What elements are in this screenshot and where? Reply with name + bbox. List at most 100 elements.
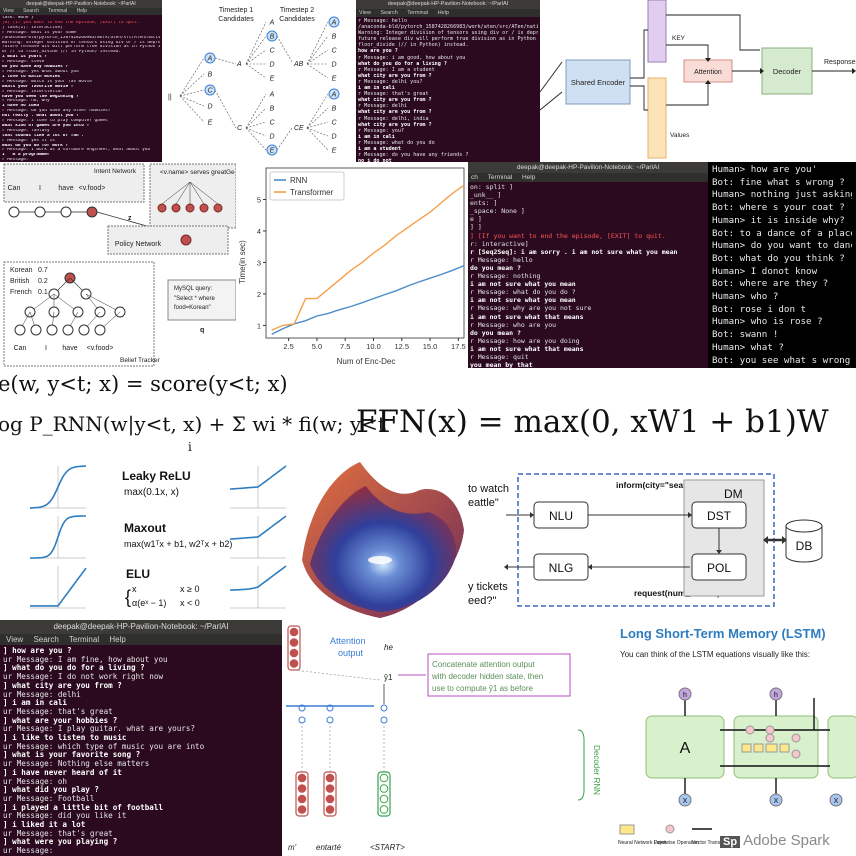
attention-score-node [380,716,388,724]
beam-node-label: A [269,92,275,99]
terminal-line: not really . what about you ? [2,114,79,119]
terminal-line: future release div will perform true div… [358,36,538,43]
terminal-line: task: None } [2,16,34,20]
terminal-line: r Message: what do you do ? [470,288,576,297]
attention-label: Attention [694,69,722,76]
terminal-line: how are you ? [358,48,398,55]
terminal-line: r Message: that's great [358,91,429,98]
terminal-line: ur Message: that's great [3,829,113,838]
template-sentence: <v.name> serves great [160,169,226,176]
lstm-h-mid-label: h [774,692,778,699]
tracker-node [62,324,74,336]
chat-log-line: Human> it is inside why? [712,214,845,226]
tracker-node [78,324,90,336]
terminal-line: r Message: steve [2,60,45,65]
menu-view[interactable]: View [6,635,24,644]
menu-view[interactable]: View [359,10,371,16]
lstm-svg: A h h X X X Neural Networ [618,687,856,846]
attention-arrows [540,14,854,111]
attention-output-label-2: output [338,648,364,658]
terminal-line: i am in cali [358,85,395,92]
tracker-edge [85,293,121,313]
terminal-line: ] what are your hobbies ? [3,716,118,725]
beam-edge [306,127,329,151]
beam-edge [306,121,329,129]
beam-edge [306,49,329,65]
beam-node-label: E [208,120,213,127]
belief-tracker-tree [14,272,126,336]
terminal-line: ] i have never heard of it [3,768,122,777]
terminal-line: ur Message: did you like it [3,812,127,821]
attention-svg: Shared Encoder Attention Decoder KEY Val… [540,0,856,159]
beam-node-label: B [270,34,275,41]
act-curve-sigmoid [30,465,86,509]
beam-node-label: D [269,134,274,141]
terminal-line: r Message: nothing [470,272,541,281]
dialogue-manager-diagram: to watch eattle" y tickets eed?" inform(… [466,460,856,620]
menu-view[interactable]: View [3,8,14,14]
seq2seq-svg: Attention output he ŷ1 Concatenate atten… [286,625,600,852]
menu-help[interactable]: Help [76,8,87,14]
hidden-unit [297,805,307,814]
terminal-titlebar: deepak@deepak-HP-Pavilion-Notebook: ~/Pa… [468,162,708,173]
menu-search[interactable]: Search [33,635,59,644]
menu-help[interactable]: Help [109,635,126,644]
terminal-line: you mean by that [470,361,533,368]
x-tick-label: 12.5 [394,342,409,351]
chat-log-window: Human> how are you'Bot: fine what s wron… [708,162,856,368]
terminal-line: r Message: yes what about you [2,69,79,74]
menu-terminal[interactable]: Terminal [48,8,68,14]
input-word-2: entarté [316,843,341,852]
hidden-unit [325,805,335,814]
input-word-start: <START> [370,843,405,852]
generator-edge [175,181,191,205]
beam-node-label: C [269,120,275,127]
terminal-line: what do you do for work ? [2,143,69,148]
terminal-line: r Message: I am a student [358,66,435,73]
chart-xlabel: Num of Enc-Dec [337,357,396,366]
menu-search[interactable]: Search [23,8,39,14]
beam-node-label: A [207,56,213,63]
menu-search[interactable]: ch [471,174,478,181]
policy-network-box [107,225,229,255]
lstm-cell-lines [684,698,830,794]
query-body: "Select * where [174,296,215,302]
menu-terminal[interactable]: Terminal [487,174,513,181]
terminal-line: whats your favorite movie ? [2,84,74,89]
menu-terminal[interactable]: Terminal [407,10,429,16]
menu-search[interactable]: Search [380,10,398,16]
terminal-line: ur Message: that's great [3,707,113,716]
terminal-line: ur Message: I am fine, how about you [3,655,168,664]
formula-rnn-logprob: og P_RNN(w|y<t, x) + Σ wi * fi(w; y<t [0,412,386,436]
policy-network-label: Policy Network [115,241,162,248]
dm-arrowheads [504,512,787,570]
terminal-line: r: interactive] [470,239,529,248]
terminal-line: _unk__ ] [470,191,502,200]
lstm-slide: Long Short-Term Memory (LSTM) You can th… [600,620,856,856]
beam-node-label: D [207,104,212,111]
menu-help[interactable]: Help [521,174,536,181]
terminal-titlebar: deepak@deepak-HP-Pavilion-Notebook: ~/Pa… [0,620,282,634]
shared-encoder-label: Shared Encoder [571,78,626,87]
beam-edge [306,35,329,65]
menu-terminal[interactable]: Terminal [68,635,100,644]
terminal-line: ] how are you ? [3,647,72,655]
values-label: Values [670,132,690,139]
timestep1-subtitle: Candidates [218,16,254,23]
terminal-line: r Message: delhi you? [358,78,423,85]
lstm-gates [741,725,801,759]
terminal-line: ur Message: delhi [3,690,81,699]
beam-node-label: C [207,88,213,95]
activation-plots [30,465,287,609]
y-tick-label: 3 [257,258,261,267]
q-label: q [200,327,204,334]
beam-node-label: D [331,134,336,141]
intent-input-word: Can [8,185,21,192]
lstm-x-mid-label: X [774,798,779,805]
beam-node-label: E [332,148,337,155]
loss-surface-svg [302,462,464,618]
menu-help[interactable]: Help [437,10,449,16]
y-tick-label: 2 [257,290,261,299]
beam-edge [306,93,329,129]
output-word-he: he [384,643,393,652]
